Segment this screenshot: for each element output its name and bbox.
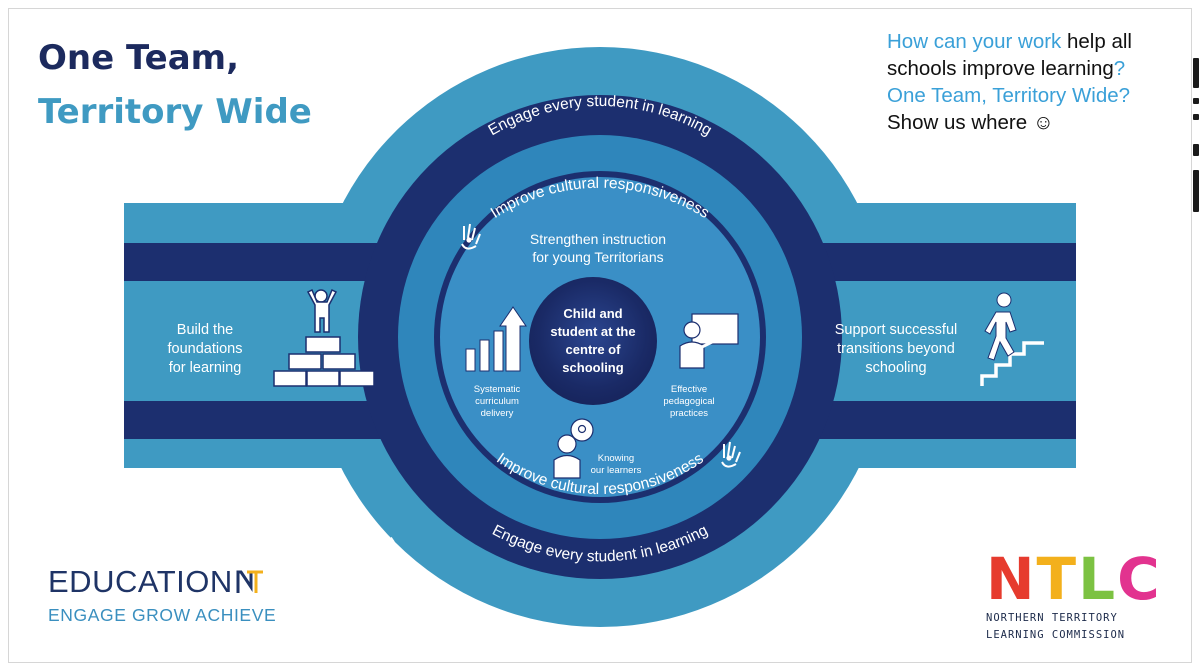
instruction-line1: Strengthen instruction	[530, 231, 666, 247]
ntlc-letter-n: N	[986, 545, 1035, 613]
brick-pyramid-icon	[273, 288, 375, 387]
right-side-line2: transitions beyond	[837, 341, 955, 357]
left-side-line1: Build the	[177, 322, 233, 338]
education-wordmark: EDUCATION	[48, 565, 276, 599]
curriculum-line1: Systematic	[474, 384, 521, 395]
question-text: How can your work help all schools impro…	[887, 28, 1132, 136]
question-line2: schools improve learning	[887, 57, 1114, 80]
centre-line2: student at the	[550, 324, 635, 339]
pedagogy-line2: pedagogical	[663, 396, 714, 407]
bar-chart-icon	[465, 306, 527, 372]
curriculum-line3: delivery	[481, 408, 514, 419]
ntlc-letter-t: T	[1036, 545, 1077, 613]
left-side-line2: foundations	[168, 341, 243, 357]
learners-line1: Knowing	[598, 453, 634, 464]
slide-title-line1: One Team,	[38, 38, 240, 78]
ntlc-logo: N T L C NORTHERN TERRITORY LEARNING COMM…	[986, 545, 1160, 642]
centre-line4: schooling	[562, 360, 623, 375]
learner-lightbulb-icon	[553, 418, 594, 479]
pedagogy-line3: practices	[670, 408, 708, 419]
education-word: EDUCATION	[48, 564, 233, 599]
scrollbar[interactable]	[1192, 0, 1200, 671]
question-rest: help all	[1061, 30, 1132, 53]
teacher-board-icon	[679, 313, 739, 369]
scroll-marker	[1193, 144, 1199, 156]
education-tagline: ENGAGE GROW ACHIEVE	[48, 605, 277, 625]
right-side-line1: Support successful	[835, 322, 958, 338]
question-mark: ?	[1113, 57, 1126, 80]
slide-title-line2: Territory Wide	[38, 92, 312, 132]
ntlc-letters: N T L C	[986, 545, 1160, 613]
ntlc-subtitle-line1: NORTHERN TERRITORY	[986, 612, 1118, 624]
question-accent: How can your work	[887, 30, 1062, 53]
scroll-marker	[1193, 58, 1199, 88]
ntlc-letter-l: L	[1078, 545, 1116, 613]
hand-icon	[721, 441, 741, 468]
education-nt-logo: EDUCATION ENGAGE GROW ACHIEVE	[48, 565, 276, 626]
right-side-line3: schooling	[865, 360, 926, 376]
question-line4: Show us where ☺	[887, 111, 1054, 134]
ntlc-letter-c: C	[1117, 545, 1160, 613]
instruction-line2: for young Territorians	[532, 249, 663, 265]
centre-line1: Child and	[563, 306, 622, 321]
curriculum-line2: curriculum	[475, 396, 519, 407]
ntlc-subtitle-line2: LEARNING COMMISSION	[986, 629, 1126, 641]
walking-stairs-icon	[980, 292, 1044, 386]
scroll-marker	[1193, 98, 1199, 104]
nt-mark-icon	[236, 570, 263, 593]
hand-icon	[461, 223, 481, 250]
scroll-marker	[1193, 170, 1199, 212]
question-line3: One Team, Territory Wide?	[887, 84, 1131, 107]
centre-line3: centre of	[566, 342, 622, 357]
pedagogy-line1: Effective	[671, 384, 707, 395]
centre-circle	[529, 277, 657, 405]
scroll-marker	[1193, 114, 1199, 120]
left-side-line3: for learning	[169, 360, 242, 376]
learners-line2: our learners	[591, 465, 642, 476]
